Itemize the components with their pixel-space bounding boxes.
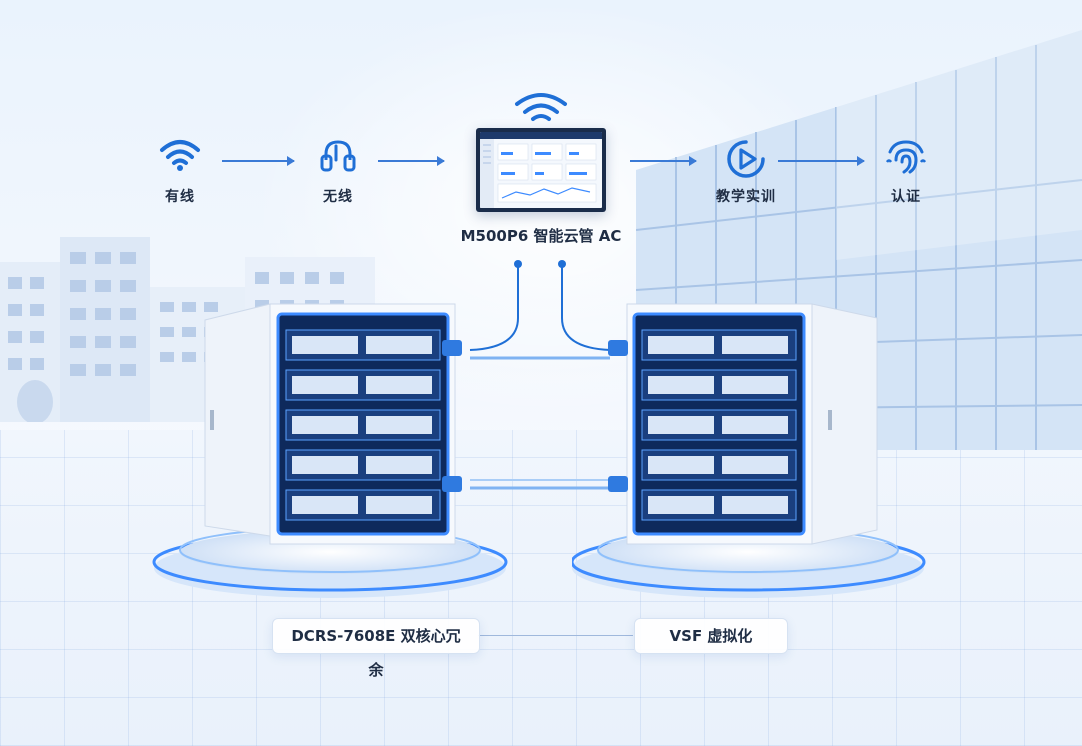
node-label-wired: 有线 (165, 189, 195, 205)
node-auth: 认证 (876, 138, 936, 206)
switch-left (152, 303, 508, 598)
node-teaching: 教学实训 (706, 138, 786, 206)
headset-icon (308, 138, 368, 176)
ac-dashboard-screen (480, 132, 602, 208)
node-label-auth: 认证 (891, 189, 921, 205)
flow-arrow-3 (630, 156, 697, 166)
monitor-icon (476, 128, 606, 212)
node-label-teaching: 教学实训 (716, 189, 776, 205)
node-wireless: 无线 (308, 138, 368, 206)
node-label-wireless: 无线 (323, 189, 353, 205)
switch-right (572, 303, 926, 598)
play-icon (706, 138, 786, 180)
badge-connector (478, 635, 633, 636)
floor-grid (0, 430, 1082, 746)
fiber-cables (469, 260, 611, 490)
flow-arrow-4 (778, 156, 865, 166)
flow-arrow-2 (378, 156, 445, 166)
wifi-icon (513, 92, 569, 130)
fingerprint-icon (876, 138, 936, 178)
flow-arrow-1 (222, 156, 295, 166)
badge-core-redundancy: DCRS-7608E 双核心冗余 (272, 618, 480, 679)
wifi-icon (150, 138, 210, 172)
badge-vsf: VSF 虚拟化 (634, 618, 788, 654)
ac-label: M500P6 智能云管 AC (460, 227, 622, 245)
node-wired: 有线 (150, 138, 210, 206)
